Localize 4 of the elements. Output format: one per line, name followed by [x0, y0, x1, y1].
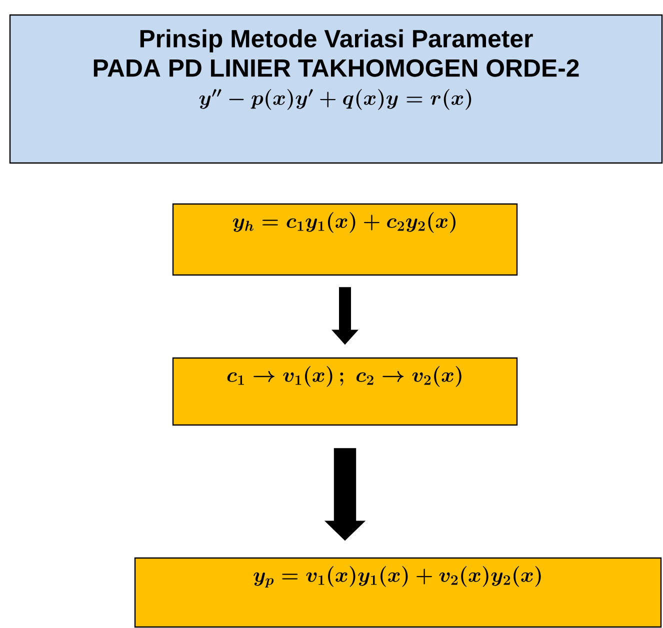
- formula-box: $y_p = v_1(x)y_1(x) + v_2(x)y_2(x)$: [134, 557, 662, 628]
- formula-box: $y_h = c_1 y_1(x) + c_2 y_2(x)$: [172, 203, 518, 276]
- formula-box: $c_1 \rightarrow v_1(x)\,;\; c_2 \rightarrow v_2(x)$: [172, 357, 518, 426]
- title-box: Prinsip Metode Variasi Parameter PADA PD LINIER TAKHOMOGEN ORDE-2 $y^{\prime\prime} - p(x)y^{\prime} + q(x)y = r(x)$: [9, 14, 663, 164]
